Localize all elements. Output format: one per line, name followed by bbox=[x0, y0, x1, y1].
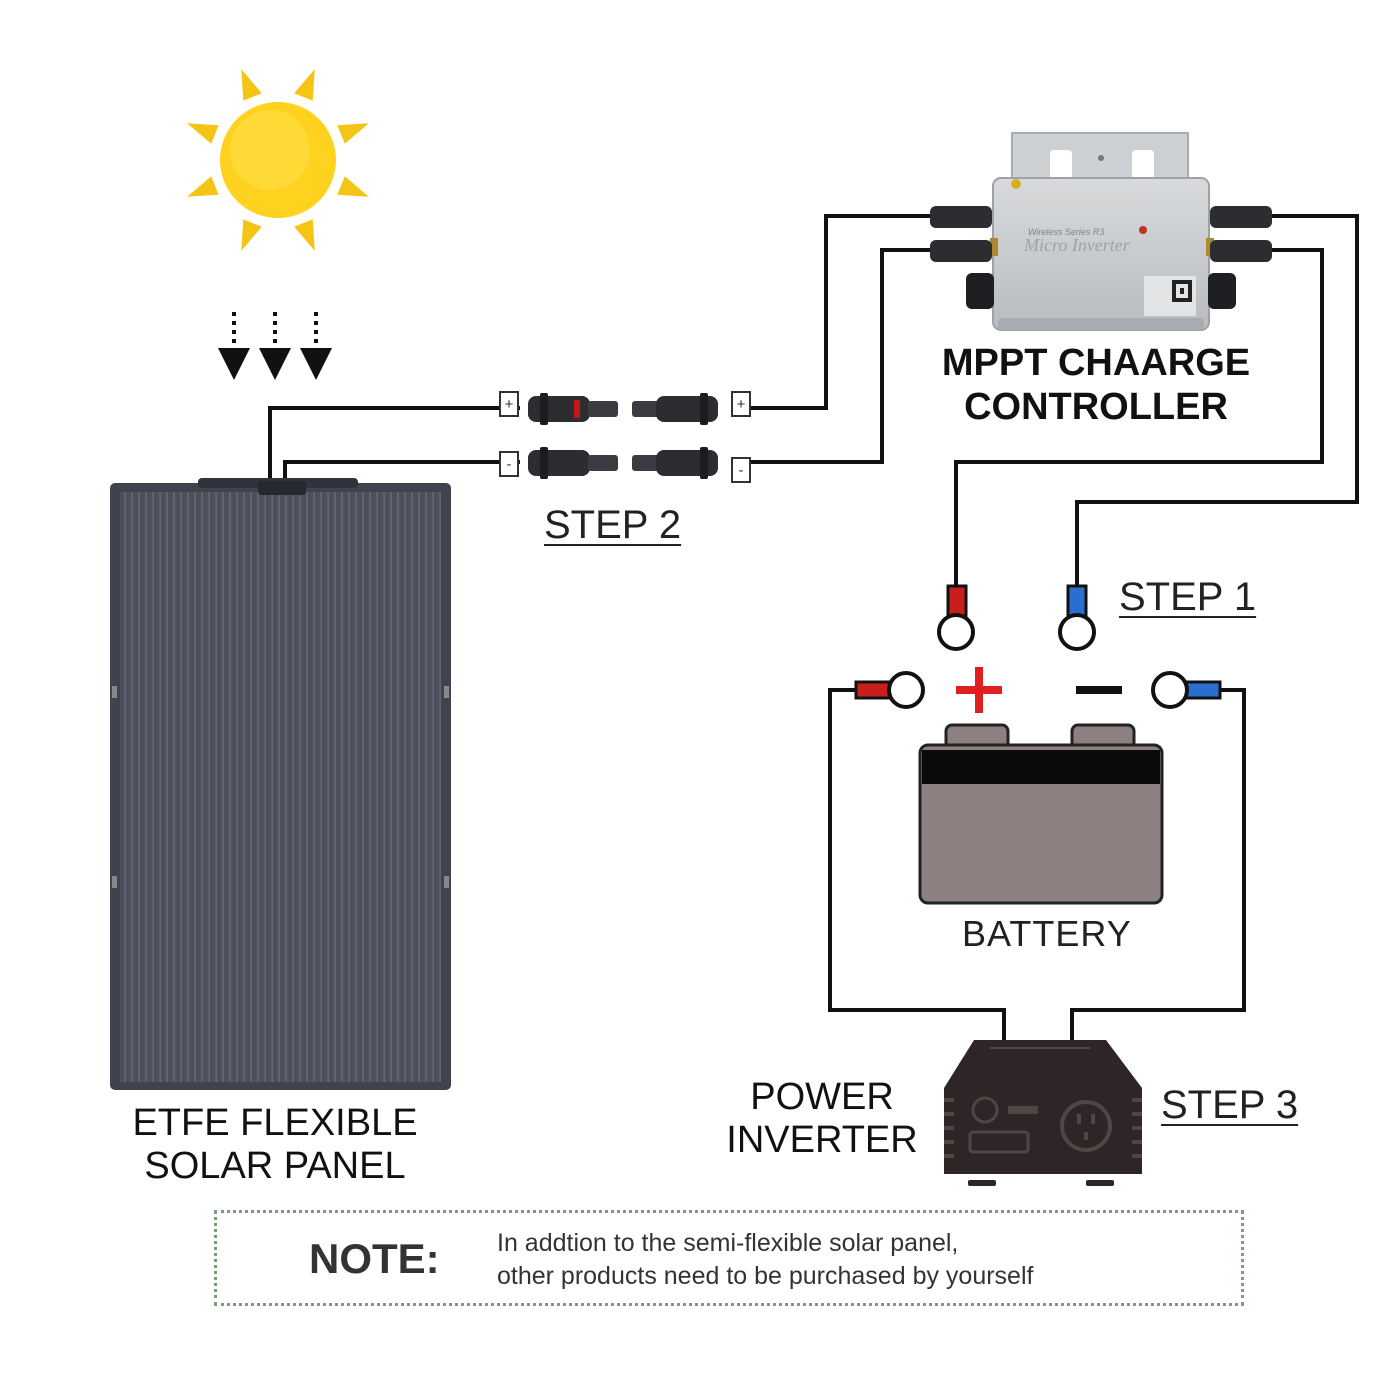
controller-label-line1: MPPT CHAARGE bbox=[941, 342, 1251, 384]
solar-panel bbox=[110, 478, 451, 1090]
panel-label-line1: ETFE FLEXIBLE bbox=[132, 1102, 418, 1144]
micro-inverter bbox=[930, 132, 1272, 331]
device-series-text: Wireless Series R3 bbox=[1028, 227, 1105, 237]
step3-label: STEP 3 bbox=[1161, 1083, 1299, 1127]
battery-label: BATTERY bbox=[962, 913, 1132, 954]
svg-text:+: + bbox=[737, 396, 746, 413]
note-label: NOTE: bbox=[309, 1235, 440, 1282]
note-box: NOTE: In addtion to the semi-flexible so… bbox=[214, 1210, 1244, 1306]
polarity-signs bbox=[956, 667, 1122, 713]
note-line-1: In addtion to the semi-flexible solar pa… bbox=[497, 1229, 959, 1257]
panel-label-line2: SOLAR PANEL bbox=[144, 1145, 406, 1187]
wiring bbox=[268, 214, 1359, 1046]
sun-icon bbox=[187, 69, 369, 251]
ring-terminal bbox=[854, 584, 1222, 709]
note-line-2: other products need to be purchased by y… bbox=[497, 1262, 1034, 1290]
step2-label: STEP 2 bbox=[544, 503, 682, 547]
svg-text:+: + bbox=[505, 396, 514, 413]
note-text: In addtion to the semi-flexible solar pa… bbox=[497, 1227, 1033, 1293]
inverter-label-line2: INVERTER bbox=[726, 1119, 918, 1161]
battery-icon bbox=[918, 723, 1164, 905]
step1-label: STEP 1 bbox=[1119, 575, 1257, 619]
device-model-text: Micro Inverter bbox=[1024, 235, 1130, 255]
sunlight-arrows-icon bbox=[218, 312, 332, 380]
controller-label-line2: CONTROLLER bbox=[964, 386, 1228, 428]
svg-text:-: - bbox=[739, 462, 744, 479]
svg-text:-: - bbox=[507, 456, 512, 473]
inverter-label-line1: POWER bbox=[750, 1076, 894, 1118]
power-inverter-icon bbox=[944, 1040, 1142, 1186]
mc4-connector: + + - - bbox=[499, 391, 751, 483]
